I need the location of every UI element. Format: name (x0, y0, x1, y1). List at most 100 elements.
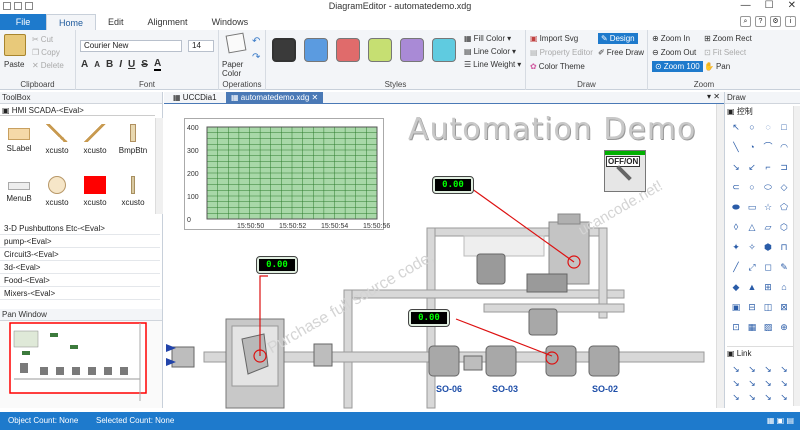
link-tool-icon[interactable]: ↘ (780, 392, 788, 402)
shape-tool-icon[interactable]: ⌂ (781, 282, 787, 292)
toolbox-cell-bmpbtn[interactable]: BmpBtn (114, 124, 152, 155)
digital-display-2[interactable]: 0.00 (256, 256, 298, 274)
shape-tool-icon[interactable]: ☆ (763, 202, 773, 212)
shape-tool-icon[interactable]: ╲ (733, 142, 739, 152)
strike-button[interactable]: S (141, 59, 148, 70)
tab-edit[interactable]: Edit (108, 17, 124, 27)
free-draw-button[interactable]: ✐Free Draw (598, 48, 645, 57)
draw-section-link[interactable]: ▣ Link (727, 346, 799, 358)
link-tool-icon[interactable]: ↘ (748, 378, 756, 388)
shape-tool-icon[interactable]: □ (781, 122, 787, 132)
toolbox-list-item-circuit3[interactable]: Circuit3-<Eval> (0, 248, 160, 261)
tab-list-icon[interactable]: ▾ ✕ (707, 92, 720, 101)
shape-tool-icon[interactable]: ○ (749, 182, 755, 192)
shape-tool-icon[interactable]: ⊕ (780, 322, 788, 332)
toolbox-list-item-3d[interactable]: 3d-<Eval> (0, 261, 160, 274)
search-icon[interactable]: ⌕ (740, 16, 751, 27)
shape-tool-icon[interactable]: ◊ (733, 222, 739, 232)
delete-button[interactable]: ✕Delete (32, 61, 64, 70)
underline-button[interactable]: U (128, 59, 136, 70)
paste-button[interactable]: Paste (4, 60, 25, 69)
italic-button[interactable]: I (119, 59, 123, 70)
link-tool-icon[interactable]: ↘ (748, 392, 756, 402)
shape-tool-icon[interactable]: △ (748, 222, 756, 232)
toolbox-cell-xcusto-1[interactable]: xcusto (38, 124, 76, 155)
canvas-scrollbar[interactable] (716, 104, 724, 408)
tab-windows[interactable]: Windows (211, 17, 249, 27)
tab-alignment[interactable]: Alignment (147, 17, 188, 27)
shrink-font-icon[interactable]: A (94, 60, 101, 69)
shape-tool-icon[interactable]: ✎ (780, 262, 788, 272)
grow-font-icon[interactable]: A (81, 59, 89, 70)
shape-tool-icon[interactable]: ⬠ (780, 202, 788, 212)
font-family-select[interactable]: Courier New (80, 40, 182, 52)
shape-tool-icon[interactable]: ⊡ (732, 322, 740, 332)
draw-panel-scrollbar[interactable] (793, 106, 800, 406)
shape-tool-icon[interactable]: ✧ (748, 242, 756, 252)
shape-tool-icon[interactable]: ✦ (732, 242, 740, 252)
shape-tool-icon[interactable]: ◇ (780, 182, 788, 192)
link-tool-icon[interactable]: ↘ (748, 364, 756, 374)
toolbox-cell-xcusto-2[interactable]: xcusto (76, 124, 114, 155)
style-swatch-cyan[interactable] (432, 38, 456, 62)
paper-color-button[interactable]: Paper Color (222, 60, 244, 78)
style-swatch-red[interactable] (336, 38, 360, 62)
line-color-button[interactable]: ▤Line Color▾ (464, 47, 517, 56)
toolbox-scrollbar[interactable] (155, 118, 163, 214)
shape-tool-icon[interactable]: ▭ (747, 202, 757, 212)
style-swatch-dark[interactable] (272, 38, 296, 62)
minimize-button[interactable]: — (740, 0, 751, 11)
digital-display-1[interactable]: 0.00 (432, 176, 474, 194)
color-theme-button[interactable]: ✿Color Theme (530, 62, 585, 71)
toolbox-cell-xcusto-5[interactable]: xcusto (114, 176, 152, 207)
toolbox-cell-xcusto-3[interactable]: xcusto (38, 176, 76, 207)
shape-tool-icon[interactable]: ▣ (731, 302, 741, 312)
shape-tool-icon[interactable]: ⊟ (748, 302, 756, 312)
toolbox-list-item-pushbuttons[interactable]: 3-D Pushbuttons Etc-<Eval> (0, 222, 160, 235)
shape-tool-icon[interactable]: ⬬ (732, 202, 740, 212)
toolbox-group-header[interactable]: ▣ HMI SCADA-<Eval> (0, 106, 155, 116)
import-svg-button[interactable]: ▣Import Svg (530, 34, 579, 43)
draw-section-control[interactable]: ▣ 控制 (727, 107, 753, 116)
shape-tool-icon[interactable]: ⬭ (764, 182, 772, 192)
toolbox-cell-menub[interactable]: MenuB (0, 176, 38, 203)
toolbox-cell-xcusto-4[interactable]: xcusto (76, 176, 114, 207)
shape-tool-icon[interactable]: ○ (749, 122, 755, 132)
shape-tool-icon[interactable]: ▨ (763, 322, 773, 332)
link-tool-icon[interactable]: ↘ (780, 378, 788, 388)
shape-tool-icon[interactable]: ◌ (765, 122, 771, 132)
property-editor-button[interactable]: ▤Property Editor (530, 48, 593, 57)
toolbox-cell-slabel[interactable]: SLabel (0, 124, 38, 153)
undo-icon[interactable] (14, 2, 22, 10)
shape-tool-icon[interactable]: ◠ (780, 142, 788, 152)
link-tool-icon[interactable]: ↘ (780, 364, 788, 374)
fill-color-button[interactable]: ▦Fill Color▾ (464, 34, 512, 43)
style-swatch-blue[interactable] (304, 38, 328, 62)
font-color-icon[interactable]: A (153, 58, 162, 71)
shape-tool-icon[interactable]: ⊠ (780, 302, 788, 312)
toolbox-list-item-food[interactable]: Food-<Eval> (0, 274, 160, 287)
cut-button[interactable]: ✂Cut (32, 35, 54, 44)
zoom-rect-button[interactable]: ⊞Zoom Rect (704, 34, 752, 43)
bold-button[interactable]: B (106, 59, 114, 70)
zoom-in-button[interactable]: ⊕Zoom In (652, 34, 691, 43)
zoom-100-button[interactable]: ⊙Zoom 100 (652, 61, 703, 72)
line-weight-button[interactable]: ☰Line Weight▾ (464, 60, 522, 69)
link-tool-icon[interactable]: ↘ (764, 392, 772, 402)
info-icon[interactable]: i (785, 16, 796, 27)
copy-button[interactable]: ❐Copy (32, 48, 60, 57)
link-tool-icon[interactable]: ↘ (732, 392, 740, 402)
paper-color-icon[interactable] (225, 32, 247, 54)
shape-tool-icon[interactable]: ◫ (763, 302, 773, 312)
doc-tab-automatedemo[interactable]: ▦ automatedemo.xdg ✕ (226, 92, 324, 104)
pan-button[interactable]: ✋Pan (704, 62, 731, 71)
shape-tool-icon[interactable]: ⊞ (764, 282, 772, 292)
shape-tool-icon[interactable]: ↘ (732, 162, 740, 172)
doc-tab-uccdia1[interactable]: ▦ UCCDia1 (173, 93, 217, 102)
shape-tool-icon[interactable]: ╱ (733, 262, 739, 272)
pan-window-preview[interactable] (0, 321, 162, 408)
toolbox-list-item-mixers[interactable]: Mixers-<Eval> (0, 287, 160, 300)
shape-tool-icon[interactable]: ▱ (764, 222, 772, 232)
shape-tool-icon[interactable]: ⊐ (780, 162, 788, 172)
